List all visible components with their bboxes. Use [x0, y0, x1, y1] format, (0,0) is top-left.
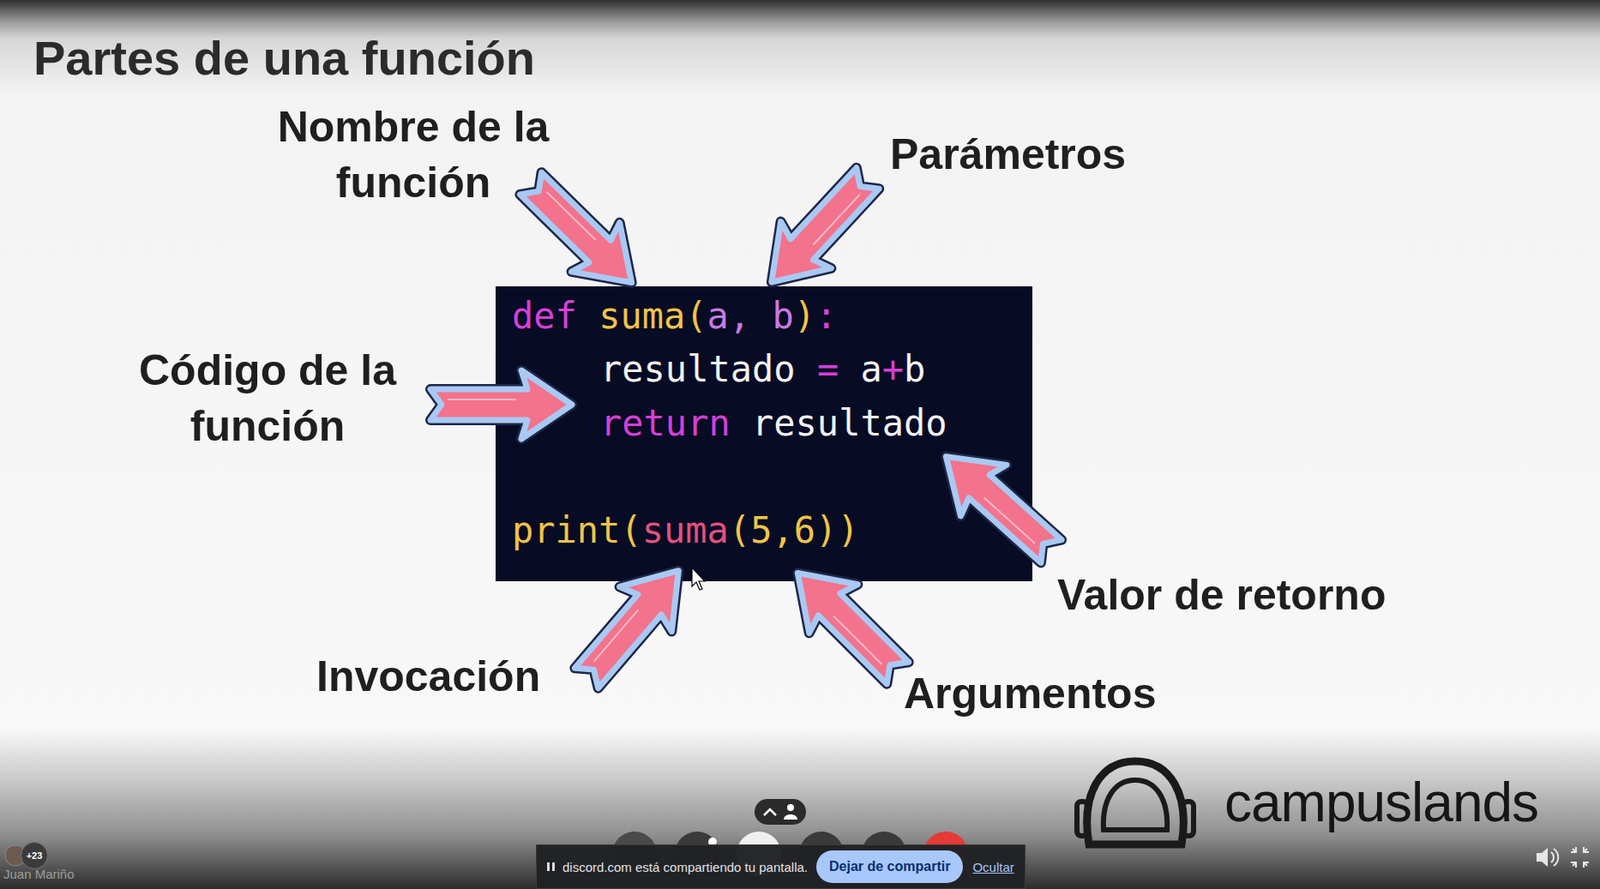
code-token: ) — [836, 509, 859, 552]
code-line: resultado = a+b — [600, 348, 926, 391]
code-token: ) — [793, 294, 816, 337]
part-label: Código de la función — [113, 342, 422, 455]
code-token: ) — [815, 509, 837, 552]
part-label: Valor de retorno — [1057, 567, 1386, 624]
code-token: = — [817, 348, 839, 391]
code-line: def suma(a, b): — [511, 294, 837, 338]
pointer-arrow — [923, 431, 1075, 578]
pointer-arrow — [506, 158, 656, 307]
code-token: ( — [728, 509, 751, 552]
code-token: , — [771, 509, 794, 552]
brand-name: campuslands — [1224, 769, 1539, 837]
code-token — [750, 294, 772, 337]
code-token: b — [772, 294, 794, 337]
pointer-arrow — [560, 548, 705, 701]
code-token: : — [815, 294, 837, 337]
code-token: + — [882, 348, 904, 391]
code-token: 5 — [750, 509, 772, 552]
code-token: print — [511, 509, 620, 552]
pointer-arrow — [773, 548, 922, 698]
code-token: resultado — [600, 348, 796, 391]
code-token: , — [728, 294, 751, 337]
helmet-logo — [1076, 761, 1194, 845]
user-name: Juan Mariño — [3, 866, 75, 883]
code-line: print(suma(5,6)) — [511, 509, 860, 553]
code-block: def suma(a, b):resultado = a+breturn res… — [495, 286, 1033, 582]
pointer-arrow — [746, 155, 894, 306]
count-text: +23 — [26, 850, 43, 861]
stop-share-button: Dejar de compartir — [816, 850, 963, 884]
code-token — [577, 294, 599, 337]
code-token: return — [600, 402, 731, 445]
part-label: Nombre de la función — [258, 99, 568, 211]
mouse-cursor — [691, 567, 705, 590]
player-icons — [1536, 847, 1589, 868]
code-token: ( — [619, 509, 642, 552]
code-token: suma — [642, 509, 729, 552]
code-token — [730, 402, 752, 445]
code-token — [838, 348, 861, 391]
code-token: def — [511, 294, 578, 337]
code-token: a — [860, 348, 882, 391]
code-token: suma — [598, 294, 686, 337]
participant-count: +23 — [20, 842, 49, 870]
part-label: Parámetros — [890, 126, 1126, 183]
pointer-arrow — [430, 370, 572, 440]
part-label: Invocación — [316, 649, 541, 705]
code-token: 6 — [793, 509, 816, 552]
code-token: a — [707, 294, 729, 337]
slide-title: Partes de una función — [33, 29, 536, 87]
code-token: ( — [685, 294, 707, 337]
button-text: Dejar de compartir — [829, 859, 951, 875]
part-label: Argumentos — [903, 666, 1156, 722]
code-line: return resultado — [600, 402, 948, 446]
code-token: b — [903, 348, 926, 391]
share-notice: discord.com está compartiendo tu pantall… — [562, 860, 808, 875]
code-token: resultado — [751, 402, 948, 445]
hide-link: Ocultar — [972, 860, 1014, 875]
code-token — [795, 348, 818, 391]
pause-icon — [547, 862, 555, 872]
screen-share-bar: discord.com está compartiendo tu pantall… — [535, 844, 1026, 889]
